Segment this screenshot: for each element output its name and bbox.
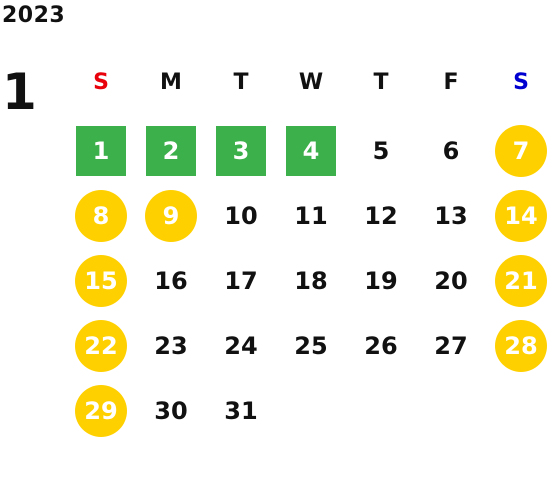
day-number: 11 (294, 201, 328, 230)
day-number: 5 (372, 136, 390, 165)
weekday-header-1: M (160, 69, 182, 95)
weekend-day-number: 14 (495, 189, 547, 242)
day-number: 17 (224, 266, 258, 295)
weekday-header-6: S (513, 69, 529, 95)
day-cell[interactable]: 30 (136, 378, 206, 443)
day-cell[interactable]: 9 (136, 183, 206, 248)
day-cell[interactable]: 29 (66, 378, 136, 443)
day-cell[interactable]: 1 (66, 118, 136, 183)
day-number: 23 (154, 331, 188, 360)
day-cell[interactable]: 18 (276, 248, 346, 313)
day-cell[interactable]: 3 (206, 118, 276, 183)
day-number: 24 (224, 331, 258, 360)
day-cell[interactable]: 12 (346, 183, 416, 248)
day-cell[interactable]: 31 (206, 378, 276, 443)
year-label: 2023 (2, 3, 66, 28)
day-number: 12 (364, 201, 398, 230)
day-number: 27 (434, 331, 468, 360)
day-cell[interactable]: 25 (276, 313, 346, 378)
day-cell[interactable]: 10 (206, 183, 276, 248)
day-cell[interactable]: 17 (206, 248, 276, 313)
weekend-day-number: 9 (145, 189, 197, 242)
holiday-day-number: 2 (146, 125, 196, 176)
day-cell[interactable]: 14 (486, 183, 548, 248)
day-cell[interactable]: 23 (136, 313, 206, 378)
day-number: 31 (224, 396, 258, 425)
month-number: 1 (2, 63, 37, 121)
weekday-header-0: S (93, 69, 109, 95)
day-number: 20 (434, 266, 468, 295)
day-number: 18 (294, 266, 328, 295)
day-cell[interactable]: 26 (346, 313, 416, 378)
weekend-day-number: 8 (75, 189, 127, 242)
day-cell[interactable]: 28 (486, 313, 548, 378)
weekday-header-5: F (443, 69, 459, 95)
day-cell[interactable]: 5 (346, 118, 416, 183)
weekend-day-number: 21 (495, 254, 547, 307)
day-number: 25 (294, 331, 328, 360)
weekend-day-number: 28 (495, 319, 547, 372)
weekend-day-number: 29 (75, 384, 127, 437)
day-cell[interactable]: 4 (276, 118, 346, 183)
weekend-day-number: 15 (75, 254, 127, 307)
day-cell[interactable]: 7 (486, 118, 548, 183)
day-cell[interactable]: 21 (486, 248, 548, 313)
day-number: 26 (364, 331, 398, 360)
holiday-day-number: 4 (286, 125, 336, 176)
holiday-day-number: 3 (216, 125, 266, 176)
day-cell[interactable]: 8 (66, 183, 136, 248)
day-cell[interactable]: 11 (276, 183, 346, 248)
weekend-day-number: 7 (495, 124, 547, 177)
day-number: 6 (442, 136, 460, 165)
day-cell[interactable]: 24 (206, 313, 276, 378)
weekday-header-4: T (373, 69, 389, 95)
day-cell[interactable]: 19 (346, 248, 416, 313)
day-number: 10 (224, 201, 258, 230)
day-cell[interactable]: 13 (416, 183, 486, 248)
day-cell[interactable]: 2 (136, 118, 206, 183)
weekend-day-number: 22 (75, 319, 127, 372)
weekday-header-3: W (298, 69, 324, 95)
day-number: 19 (364, 266, 398, 295)
day-cell[interactable]: 16 (136, 248, 206, 313)
day-number: 13 (434, 201, 468, 230)
day-cell[interactable]: 20 (416, 248, 486, 313)
day-cell[interactable]: 6 (416, 118, 486, 183)
day-cell[interactable]: 15 (66, 248, 136, 313)
day-cell[interactable]: 22 (66, 313, 136, 378)
day-number: 16 (154, 266, 188, 295)
holiday-day-number: 1 (76, 125, 126, 176)
day-cell[interactable]: 27 (416, 313, 486, 378)
day-number: 30 (154, 396, 188, 425)
weekday-header-2: T (233, 69, 249, 95)
